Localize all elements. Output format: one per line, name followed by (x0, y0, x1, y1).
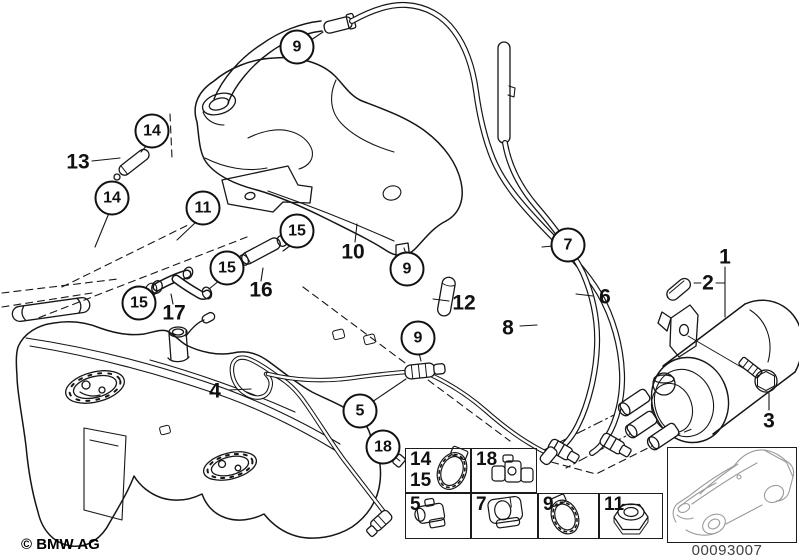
callout-15c[interactable]: 15 (121, 285, 157, 321)
legend-number: 9 (543, 494, 554, 515)
copyright-text: © BMW AG (21, 536, 100, 553)
hose-connector (323, 12, 357, 34)
legend-number: 11 (604, 494, 625, 515)
callout-15b[interactable]: 15 (209, 250, 245, 286)
expansion-tank-drawing (194, 12, 463, 272)
callout-9b[interactable]: 9 (389, 251, 425, 287)
callout-4[interactable]: 4 (209, 379, 221, 403)
pump-flange-left (65, 370, 125, 404)
callout-7[interactable]: 7 (550, 227, 586, 263)
pipe-clip-icon (491, 454, 534, 483)
legend-number: 15 (410, 470, 432, 491)
legend-number: 18 (476, 449, 498, 470)
callout-12[interactable]: 12 (452, 291, 476, 315)
small-parts (113, 148, 456, 317)
callout-3[interactable]: 3 (763, 409, 775, 433)
pipe-sleeve (11, 296, 91, 323)
hose-clamp-icon (549, 493, 580, 535)
breather-pipes (349, 1, 632, 464)
legend-cell-18[interactable]: 18 (471, 448, 537, 493)
callout-8[interactable]: 8 (502, 316, 514, 340)
callout-9a[interactable]: 9 (279, 29, 315, 65)
diagram-code: 00093007 (691, 542, 763, 559)
cap (666, 277, 692, 301)
legend-cell-9[interactable]: 9 (538, 493, 599, 539)
legend-number: 14 (410, 449, 432, 470)
callout-1[interactable]: 1 (719, 245, 731, 269)
vent-line-drawing (229, 355, 558, 537)
elbow-connector (539, 446, 558, 466)
filler-dome (167, 311, 216, 363)
callout-10[interactable]: 10 (341, 240, 365, 264)
callout-13[interactable]: 13 (66, 150, 90, 174)
callout-16[interactable]: 16 (249, 278, 273, 302)
legend-number: 7 (476, 494, 487, 515)
callout-6[interactable]: 6 (599, 285, 611, 309)
pipe-connector (599, 432, 632, 458)
callout-11[interactable]: 11 (185, 190, 221, 226)
pump-flange-right (202, 451, 258, 481)
bolt (738, 356, 778, 393)
callout-14a[interactable]: 14 (134, 113, 170, 149)
callout-5[interactable]: 5 (342, 393, 378, 429)
holder-clip-icon (414, 497, 446, 529)
hex-nut-icon (613, 503, 649, 535)
legend-cell-11[interactable]: 11 (599, 493, 663, 539)
car-thumbnail[interactable] (667, 447, 797, 543)
callout-14b[interactable]: 14 (94, 180, 130, 216)
legend-icons (414, 445, 649, 535)
callout-9c[interactable]: 9 (400, 320, 436, 356)
callout-2[interactable]: 2 (702, 271, 714, 295)
callout-15a[interactable]: 15 (279, 213, 315, 249)
hose-clamp-icon (436, 445, 469, 490)
legend-number: 5 (410, 494, 421, 515)
callout-18[interactable]: 18 (365, 429, 401, 465)
line-end-connector (366, 509, 393, 537)
leader-lines (91, 31, 770, 462)
car-sketch (672, 449, 795, 536)
callout-17[interactable]: 17 (162, 301, 186, 325)
bracket-clip-icon (487, 495, 524, 529)
inline-connector (404, 362, 446, 380)
legend-cell-7[interactable]: 7 (471, 493, 538, 539)
legend-cell-5[interactable]: 5 (405, 493, 471, 539)
fuel-tank-drawing (11, 296, 382, 547)
